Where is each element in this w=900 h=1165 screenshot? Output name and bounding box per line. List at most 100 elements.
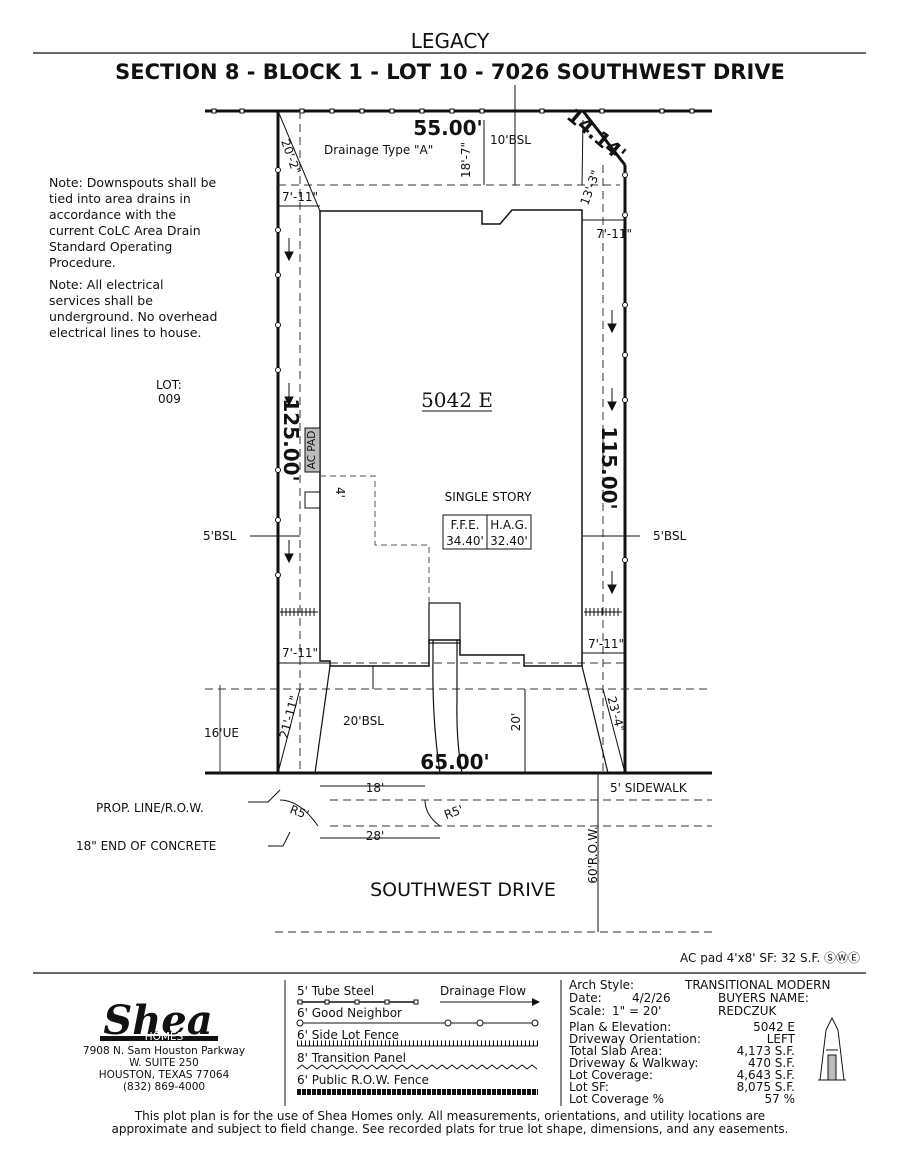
ac-pad bbox=[304, 427, 321, 473]
buyers-label: BUYERS NAME: bbox=[718, 991, 809, 1005]
dim-18: 18' bbox=[366, 781, 385, 795]
front-bsl: 20'BSL bbox=[343, 714, 384, 728]
legend-tube-steel: 5' Tube Steel bbox=[297, 984, 374, 998]
driveway-right-edge bbox=[581, 665, 609, 774]
legend-good-neighbor: 6' Good Neighbor bbox=[297, 1006, 402, 1020]
utility-easement: 16'UE bbox=[204, 726, 239, 740]
dim-28: 28' bbox=[366, 829, 385, 843]
address-line-3: HOUSTON, TEXAS 77064 bbox=[99, 1069, 230, 1081]
right-bsl: 5'BSL bbox=[653, 529, 687, 543]
plan-value: 5042 E bbox=[753, 1020, 795, 1034]
phone: (832) 869-4000 bbox=[123, 1081, 205, 1093]
elevation-table: F.F.E. 34.40' H.A.G. 32.40' bbox=[442, 514, 532, 550]
drainage-type: Drainage Type "A" bbox=[324, 143, 433, 157]
sidewalk-label: 5' SIDEWALK bbox=[610, 781, 688, 795]
logo-bar bbox=[100, 1036, 218, 1041]
row-dim: 60'R.O.W. bbox=[586, 826, 600, 883]
disclaimer-line-2: approximate and subject to field change.… bbox=[111, 1122, 788, 1136]
note-line: Note: Downspouts shall be bbox=[49, 175, 217, 190]
rear-width-dim: 55.00' bbox=[413, 116, 482, 140]
buyer-name: REDCZUK bbox=[718, 1004, 778, 1018]
hag-value: 32.40' bbox=[490, 534, 528, 548]
legend-side-lot-fence: 6' Side Lot Fence bbox=[297, 1028, 399, 1042]
story-label: SINGLE STORY bbox=[445, 490, 532, 504]
patio-outline bbox=[320, 475, 430, 603]
ac-pad-label: AC PAD bbox=[306, 431, 318, 470]
disclaimer-line-1: This plot plan is for the use of Shea Ho… bbox=[134, 1109, 765, 1123]
lot-boundary bbox=[205, 109, 712, 775]
drainage-arrows bbox=[284, 238, 617, 595]
driveway-radius-right bbox=[424, 799, 441, 827]
driveway-radius-left bbox=[279, 799, 319, 827]
right-depth-dim: 115.00' bbox=[597, 426, 621, 509]
coverage-pct-label: Lot Coverage % bbox=[569, 1092, 664, 1106]
coverage-value: 4,643 S.F. bbox=[737, 1068, 795, 1082]
info-block: Arch Style: TRANSITIONAL MODERN Date: 4/… bbox=[568, 978, 830, 1106]
note-line: tied into area drains in bbox=[49, 191, 191, 206]
dim-13-3: 13'-3" bbox=[577, 168, 602, 207]
dim-4: 4' bbox=[333, 487, 347, 498]
legend-public-row-fence: 6' Public R.O.W. Fence bbox=[297, 1073, 429, 1087]
rear-bsl: 10'BSL bbox=[490, 133, 531, 147]
dim-20: 20' bbox=[509, 713, 523, 732]
transition-panels bbox=[280, 608, 622, 616]
radius-1: R5' bbox=[288, 802, 311, 822]
elevation-sketch-icon bbox=[818, 1016, 846, 1081]
lot-sf-value: 8,075 S.F. bbox=[737, 1080, 795, 1094]
note-line: accordance with the bbox=[49, 207, 176, 222]
dim-21-11: 21'-11" bbox=[277, 694, 302, 740]
legend-transition-panel: 8' Transition Panel bbox=[297, 1051, 406, 1065]
note-line: electrical lines to house. bbox=[49, 325, 201, 340]
arch-style: TRANSITIONAL MODERN bbox=[684, 978, 830, 992]
driveway-value: LEFT bbox=[767, 1032, 796, 1046]
setback-lines bbox=[205, 111, 712, 933]
community-name: LEGACY bbox=[411, 29, 490, 53]
rear-fence-posts bbox=[211, 108, 695, 114]
coverage-label: Lot Coverage: bbox=[569, 1068, 653, 1082]
plan-name: 5042 E bbox=[421, 388, 493, 412]
front-width-dim: 65.00' bbox=[420, 750, 489, 774]
date-label: Date: bbox=[569, 991, 602, 1005]
lot-number: 009 bbox=[158, 392, 181, 406]
dimension-marks bbox=[248, 85, 640, 932]
slab-label: Total Slab Area: bbox=[568, 1044, 662, 1058]
dim-18-7: 18'-7" bbox=[459, 142, 473, 178]
company-block: Shea HOMES 7908 N. Sam Houston Parkway W… bbox=[83, 997, 245, 1093]
dim-7-11-b: 7'-11" bbox=[596, 227, 632, 241]
note-line: Procedure. bbox=[49, 255, 116, 270]
arch-style-label: Arch Style: bbox=[569, 978, 634, 992]
ffe-value: 34.40' bbox=[446, 534, 484, 548]
plan-label: Plan & Elevation: bbox=[569, 1020, 671, 1034]
coverage-pct-value: 57 % bbox=[765, 1092, 796, 1106]
dim-7-11-d: 7'-11" bbox=[588, 637, 624, 651]
equipment-box bbox=[304, 491, 321, 509]
driveway-label: Driveway Orientation: bbox=[569, 1032, 701, 1046]
electrical-note: Note: All electrical services shall be u… bbox=[49, 277, 217, 340]
house-footprint bbox=[319, 209, 583, 667]
walkway-label: Driveway & Walkway: bbox=[569, 1056, 698, 1070]
street-name: SOUTHWEST DRIVE bbox=[370, 879, 556, 901]
radius-2: R5' bbox=[442, 802, 465, 822]
downspout-note: Note: Downspouts shall be tied into area… bbox=[49, 175, 217, 270]
note-line: Note: All electrical bbox=[49, 277, 164, 292]
walkway-right-edge bbox=[456, 640, 463, 774]
entry-porch bbox=[428, 602, 461, 644]
note-line: services shall be bbox=[49, 293, 153, 308]
prop-line-label: PROP. LINE/R.O.W. bbox=[96, 801, 204, 815]
date: 4/2/26 bbox=[632, 991, 671, 1005]
side-fence-posts bbox=[275, 167, 628, 578]
scale: 1" = 20' bbox=[612, 1004, 661, 1018]
hag-label: H.A.G. bbox=[490, 518, 528, 532]
ac-pad-note: AC pad 4'x8' SF: 32 S.F. ⓈⓌⒺ bbox=[680, 951, 860, 965]
lot-label: LOT: bbox=[156, 378, 182, 392]
logo-sub: HOMES bbox=[145, 1031, 184, 1043]
lot-sf-label: Lot SF: bbox=[569, 1080, 609, 1094]
end-concrete-label: 18" END OF CONCRETE bbox=[76, 839, 216, 853]
driveway-left-edge bbox=[314, 665, 331, 774]
legend-drainage-flow: Drainage Flow bbox=[440, 984, 526, 998]
note-line: Standard Operating bbox=[49, 239, 172, 254]
page-title: SECTION 8 - BLOCK 1 - LOT 10 - 7026 SOUT… bbox=[115, 60, 785, 84]
left-bsl: 5'BSL bbox=[203, 529, 237, 543]
